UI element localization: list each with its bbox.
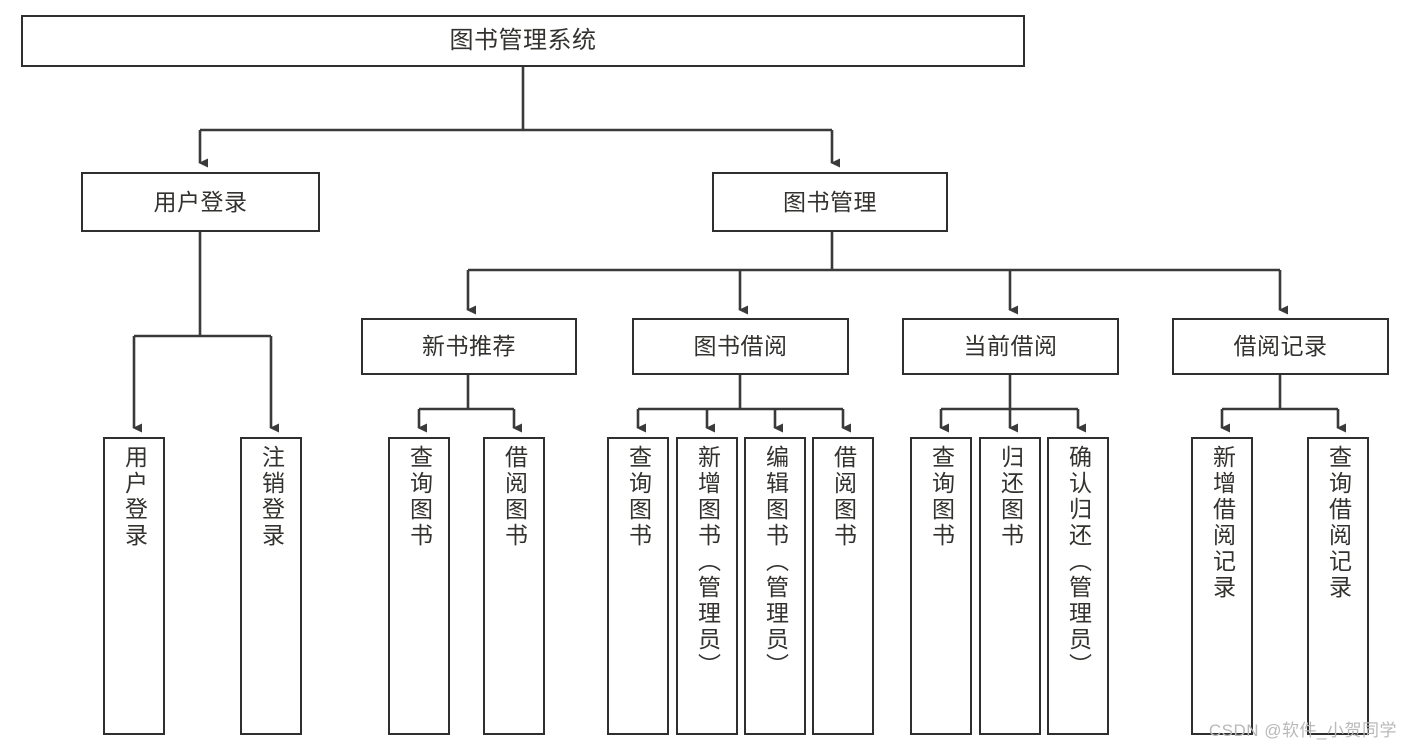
node-label: 查询图书 [406,445,433,549]
node-label: 归还图书 [997,445,1024,549]
node-label: 编辑图书（管理员） [762,445,789,679]
node-label: 查询图书 [625,445,652,549]
node-label: 新增图书（管理员） [694,445,721,679]
node-label: 借阅图书 [830,445,857,549]
node-root-book-management-system[interactable]: 图书管理系统 [21,15,1025,67]
node-label: 确认归还（管理员） [1065,445,1092,679]
node-label: 查询借阅记录 [1325,445,1352,601]
leaf-current-borrow-confirm-return-admin[interactable]: 确认归还（管理员） [1047,437,1109,735]
leaf-borrow-record-query-record[interactable]: 查询借阅记录 [1307,437,1369,735]
leaf-borrow-record-add-record[interactable]: 新增借阅记录 [1191,437,1253,735]
node-label: 注销登录 [258,445,285,549]
node-label: 新书推荐 [422,333,516,360]
node-label: 图书借阅 [693,333,788,360]
node-label: 借阅记录 [1233,333,1328,360]
node-label: 新增借阅记录 [1209,445,1236,601]
node-book-management[interactable]: 图书管理 [712,172,948,232]
leaf-user-login-signout[interactable]: 注销登录 [240,437,302,735]
node-book-borrow[interactable]: 图书借阅 [632,318,849,375]
leaf-book-borrow-edit-book-admin[interactable]: 编辑图书（管理员） [744,437,806,735]
node-user-login[interactable]: 用户登录 [81,172,320,232]
node-label: 图书管理 [783,188,877,215]
leaf-new-book-query-book[interactable]: 查询图书 [388,437,450,735]
node-borrow-record[interactable]: 借阅记录 [1172,318,1389,375]
node-current-borrow[interactable]: 当前借阅 [902,318,1119,375]
node-label: 用户登录 [121,445,148,549]
leaf-book-borrow-add-book-admin[interactable]: 新增图书（管理员） [676,437,738,735]
node-label: 借阅图书 [501,445,528,549]
leaf-user-login-signin[interactable]: 用户登录 [103,437,165,735]
leaf-current-borrow-return-book[interactable]: 归还图书 [979,437,1041,735]
node-label: 图书管理系统 [449,27,597,55]
node-new-book-recommend[interactable]: 新书推荐 [361,318,577,375]
leaf-book-borrow-query-book[interactable]: 查询图书 [607,437,669,735]
node-label: 用户登录 [153,188,248,215]
node-label: 查询图书 [928,445,955,549]
leaf-current-borrow-query-book[interactable]: 查询图书 [910,437,972,735]
leaf-book-borrow-borrow-book[interactable]: 借阅图书 [812,437,874,735]
leaf-new-book-borrow-book[interactable]: 借阅图书 [483,437,545,735]
watermark: CSDN @软件_小贺同学 [1208,721,1397,740]
node-label: 当前借阅 [963,333,1058,360]
